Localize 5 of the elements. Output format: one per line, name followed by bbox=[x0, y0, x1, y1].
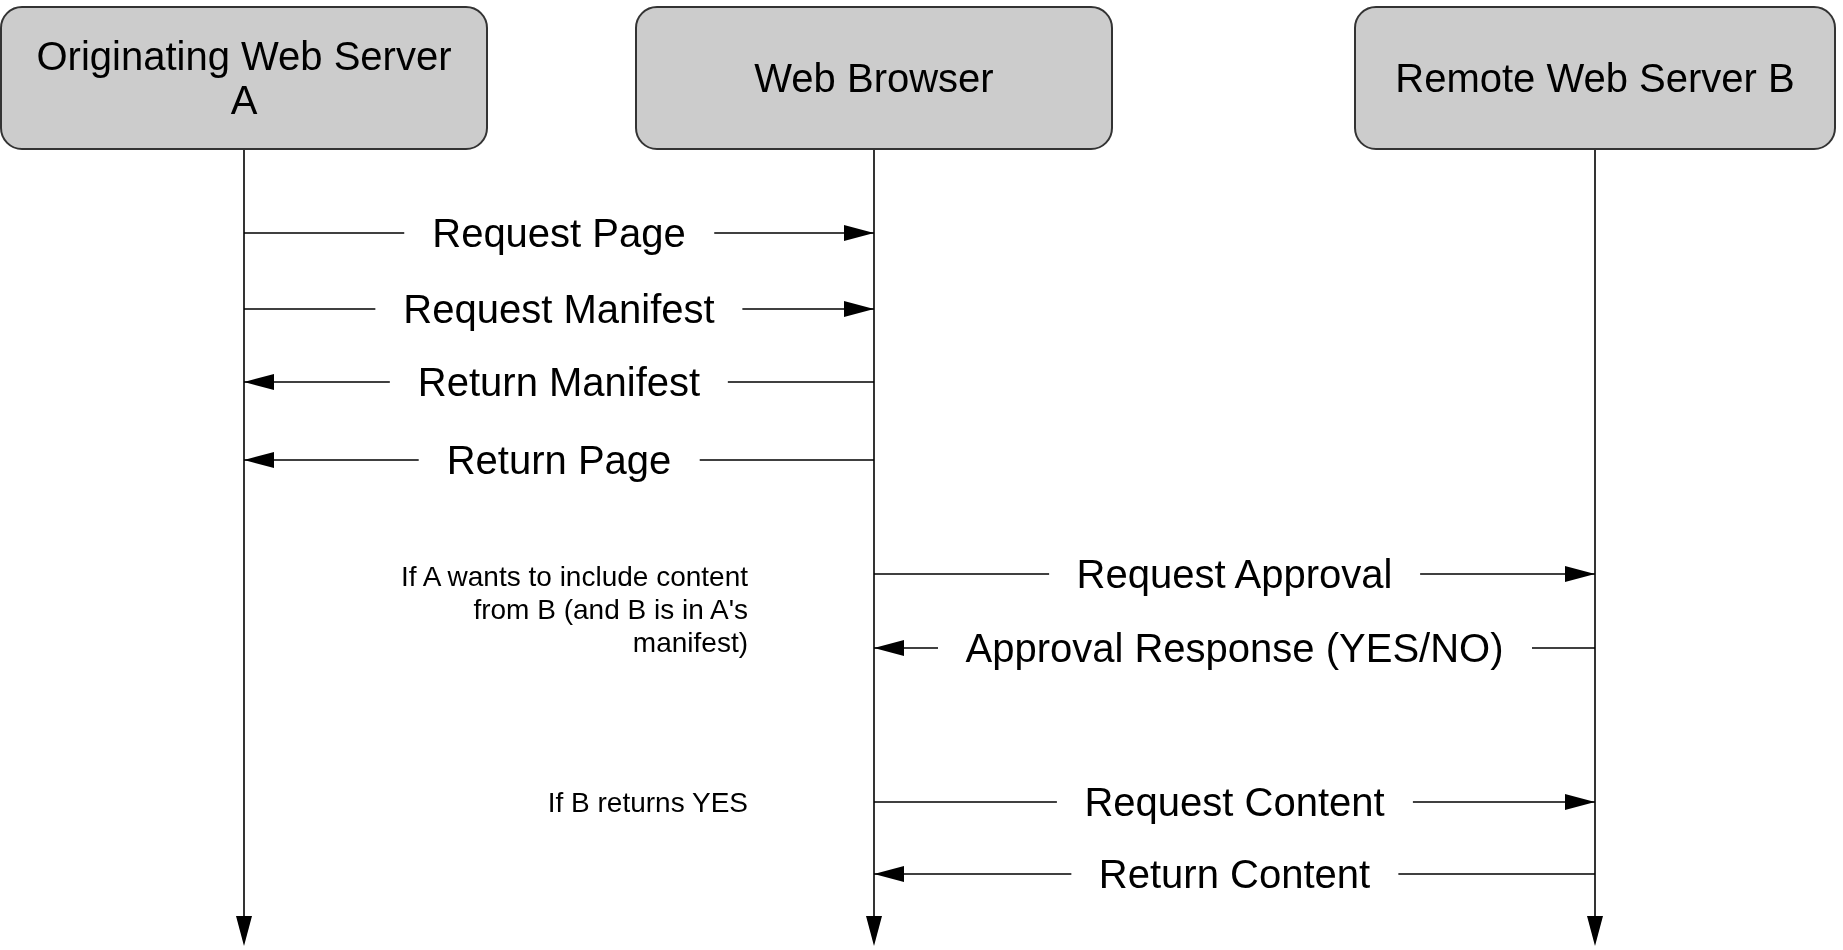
participant-box: Originating Web Server A bbox=[0, 6, 488, 150]
condition-note: If A wants to include content from B (and B is in A's manifest) bbox=[399, 560, 748, 659]
participant-box: Remote Web Server B bbox=[1354, 6, 1836, 150]
condition-note: If B returns YES bbox=[546, 786, 748, 819]
participant-box: Web Browser bbox=[635, 6, 1113, 150]
